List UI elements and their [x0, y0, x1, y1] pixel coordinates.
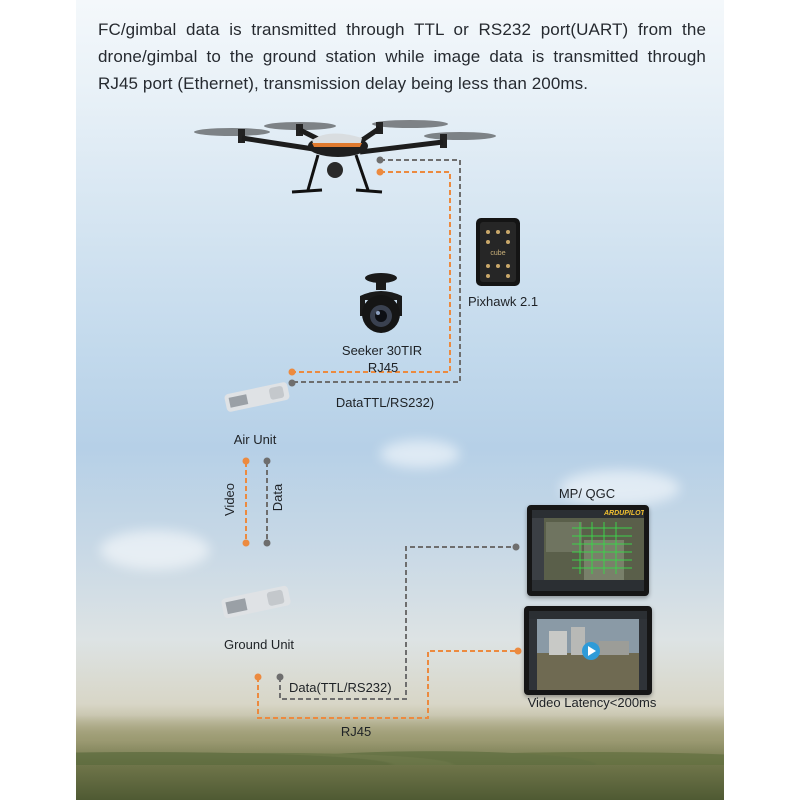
seeker-label: Seeker 30TIR [342, 343, 422, 358]
air-unit-label: Air Unit [234, 432, 277, 447]
ardupilot-logo: ARDUPILOT [604, 510, 645, 517]
data-bottom-label: Data(TTL/RS232) [289, 680, 392, 695]
pixhawk-label: Pixhawk 2.1 [468, 294, 538, 309]
air-unit-icon [224, 382, 290, 413]
data-link-label: Data [270, 484, 285, 511]
pixhawk-logo: cube [490, 250, 505, 257]
mp-qgc-label: MP/ QGC [559, 486, 615, 501]
ground-unit-icon [221, 585, 292, 619]
video-latency-label: Video Latency<200ms [528, 695, 657, 710]
video-feed [529, 611, 647, 690]
drone-icon [194, 120, 496, 192]
ground-unit-label: Ground Unit [224, 637, 294, 652]
seeker-camera-icon [360, 273, 402, 333]
mp-qgc-screen: ARDUPILOT [527, 505, 649, 596]
video-screen [524, 606, 652, 695]
video-link-label: Video [222, 483, 237, 516]
map-view [532, 510, 644, 591]
data-top-label: DataTTL/RS232) [336, 395, 434, 410]
rj45-top-label: RJ45 [368, 360, 398, 375]
rj45-bottom-label: RJ45 [341, 724, 371, 739]
